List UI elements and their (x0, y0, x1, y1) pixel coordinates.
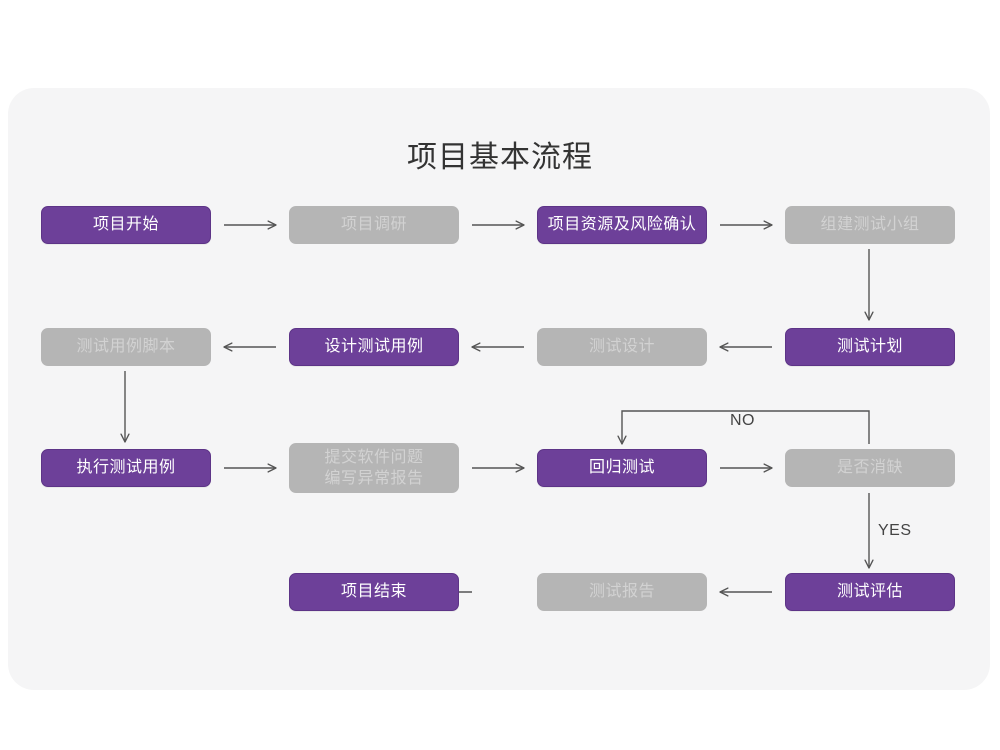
node-execute-test-case[interactable]: 执行测试用例 (41, 449, 211, 487)
node-regression-test[interactable]: 回归测试 (537, 449, 707, 487)
node-form-test-team[interactable]: 组建测试小组 (785, 206, 955, 244)
node-test-evaluation[interactable]: 测试评估 (785, 573, 955, 611)
node-test-case-script[interactable]: 测试用例脚本 (41, 328, 211, 366)
node-resource-risk-confirm[interactable]: 项目资源及风险确认 (537, 206, 707, 244)
edge-label-no: NO (730, 412, 755, 429)
node-test-plan[interactable]: 测试计划 (785, 328, 955, 366)
node-project-start[interactable]: 项目开始 (41, 206, 211, 244)
node-design-test-case[interactable]: 设计测试用例 (289, 328, 459, 366)
node-project-research[interactable]: 项目调研 (289, 206, 459, 244)
node-defect-resolved[interactable]: 是否消缺 (785, 449, 955, 487)
page-title: 项目基本流程 (407, 141, 593, 174)
node-test-report[interactable]: 测试报告 (537, 573, 707, 611)
node-project-end[interactable]: 项目结束 (289, 573, 459, 611)
node-test-design[interactable]: 测试设计 (537, 328, 707, 366)
edge-n12-n11-no (617, 410, 870, 445)
edge-label-yes: YES (878, 522, 912, 539)
node-submit-issue-report[interactable]: 提交软件问题 编写异常报告 (289, 443, 459, 493)
